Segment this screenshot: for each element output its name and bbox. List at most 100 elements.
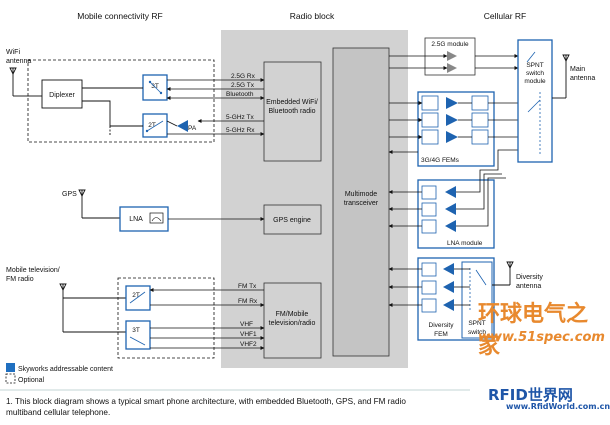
lna-mod-filter-3 [421, 219, 437, 234]
signal-bluetooth: Bluetooth [226, 91, 254, 98]
signal-vhf: VHF [240, 321, 253, 328]
spnt-div-label-2: switch [468, 329, 486, 336]
wifi-antenna-icon [9, 67, 28, 97]
wifi-bt-radio-label-1: Embedded WiFi/ [266, 99, 318, 106]
legend-addressable: Skyworks addressable content [18, 366, 113, 373]
gps-engine-label: GPS engine [273, 217, 311, 224]
signal-vhf2: VHF2 [240, 341, 257, 348]
lna-box [119, 206, 169, 232]
legend-swatch-addressable [6, 363, 15, 372]
lna-mod-ant-3 [456, 177, 506, 227]
fem-amp-1 [446, 97, 458, 109]
spnt-main-label-3: module [524, 78, 546, 85]
mobile-tv-antenna-icon [59, 283, 126, 333]
2t-pa-line [166, 120, 178, 127]
fem-amp-2 [446, 114, 458, 126]
diversity-antenna-label-2: antenna [516, 283, 541, 290]
fems-label: 3G/4G FEMs [421, 157, 460, 164]
lna-mod-ant-1 [456, 149, 518, 193]
fm-tv-radio-label-1: FM/Mobile [276, 311, 309, 318]
signal-vhf1: VHF1 [240, 331, 257, 338]
spnt-div-arm [475, 269, 487, 286]
signal-2-5g-tx: 2.5G Tx [231, 82, 255, 89]
section-title-mobile-rf: Mobile connectivity RF [77, 11, 163, 21]
signal-2-5g-rx: 2.5G Rx [231, 73, 256, 80]
tv-3t-arm [129, 336, 146, 346]
diversity-antenna-label-1: Diversity [516, 274, 543, 281]
spnt-main-label-2: switch [526, 70, 544, 77]
watermark-rfidworld: RFID世界网 [488, 386, 573, 404]
wifi-2t-label: 2T [148, 122, 156, 129]
watermark-rfidworld-url: www.RfidWorld.com.cn [506, 402, 610, 411]
lna-mod-amp-2 [445, 203, 456, 215]
div-filter-1 [421, 262, 437, 277]
lna-mod-amp-3 [445, 220, 456, 232]
multimode-transceiver-label-1: Multimode [345, 191, 377, 198]
wifi-2t-switch [142, 113, 168, 138]
fm-2t-switch [125, 285, 151, 311]
wifi-bt-radio-box [263, 61, 322, 162]
multimode-transceiver-box [332, 47, 390, 357]
section-title-cellular-rf: Cellular RF [484, 11, 527, 21]
spnt-main-arm [527, 99, 541, 113]
fm-2t-arm [129, 291, 146, 304]
fm-2t-label: 2T [132, 292, 140, 299]
section-title-radio-block: Radio block [290, 11, 335, 21]
wifi-antenna-label-2: antenna [6, 58, 31, 65]
tv-3t-label: 3T [132, 327, 140, 334]
legend-swatch-optional [5, 373, 16, 384]
diversity-fem-label-2: FEM [434, 331, 448, 338]
lna-module-label: LNA module [447, 240, 483, 247]
module-2-5g-label: 2.5G module [431, 41, 469, 48]
spnt-main-arm-top [526, 51, 536, 63]
optional-fm-region [117, 277, 215, 359]
wifi-antenna-label-1: WiFi [6, 49, 20, 56]
diplexer-label: Diplexer [49, 92, 75, 99]
gps-antenna-icon [78, 189, 126, 219]
module-2-5g-amp-1 [447, 51, 457, 61]
module-2-5g-amp-2 [447, 63, 457, 73]
mobile-tv-label-1: Mobile television/ [6, 267, 60, 274]
lna-mod-filter-1 [421, 185, 437, 200]
spnt-main-switch-box [517, 39, 553, 163]
wifi-2t-arm [146, 120, 164, 132]
signal-5ghz-rx: 5-GHz Rx [226, 127, 255, 134]
multimode-transceiver-label-2: transceiver [344, 200, 379, 207]
lna-filter-curve [151, 217, 162, 222]
diversity-antenna-icon [492, 261, 514, 286]
lna-filter-icon [149, 212, 164, 224]
main-antenna-label-1: Main [570, 66, 585, 73]
spnt-main-label-1: SPNT [526, 62, 543, 69]
spnt-diversity-switch-box [461, 261, 493, 339]
tv-3t-switch [125, 320, 151, 350]
fem-filter-2 [421, 112, 439, 128]
main-antenna-label-2: antenna [570, 75, 595, 82]
fem-duplexer-3 [471, 129, 489, 145]
watermark-51spec-cn: 环球电气之家 [478, 302, 589, 359]
div-filter-3 [421, 298, 437, 313]
div-amp-2 [443, 281, 454, 293]
div-amp-3 [443, 299, 454, 311]
caption-line-2: multiband cellular telephone. [6, 408, 111, 417]
caption-line-1: 1. This block diagram shows a typical sm… [6, 397, 406, 406]
spnt-div-label-1: SPNT [468, 320, 485, 327]
fem-filter-1 [421, 95, 439, 111]
div-filter-2 [421, 280, 437, 295]
lna-mod-filter-2 [421, 202, 437, 217]
signal-5ghz-tx: 5-GHz Tx [226, 114, 254, 121]
fm-tv-radio-label-2: television/radio [269, 320, 316, 327]
diplexer-2t-line [82, 100, 143, 127]
main-antenna-icon [552, 54, 570, 99]
fem-duplexer-1 [471, 95, 489, 111]
pa-label: PA [188, 125, 197, 132]
optional-wifi-region [27, 59, 215, 143]
signal-fm-tx: FM Tx [238, 283, 257, 290]
lna-mod-amp-1 [445, 186, 456, 198]
watermark-51spec-url: www.51spec.com [478, 330, 605, 345]
gps-antenna-label: GPS [62, 191, 77, 198]
diplexer-box [41, 79, 83, 109]
gps-engine-box [263, 204, 322, 235]
fem-amp-3 [446, 131, 458, 143]
wifi-bt-radio-label-2: Bluetooth radio [268, 108, 315, 115]
